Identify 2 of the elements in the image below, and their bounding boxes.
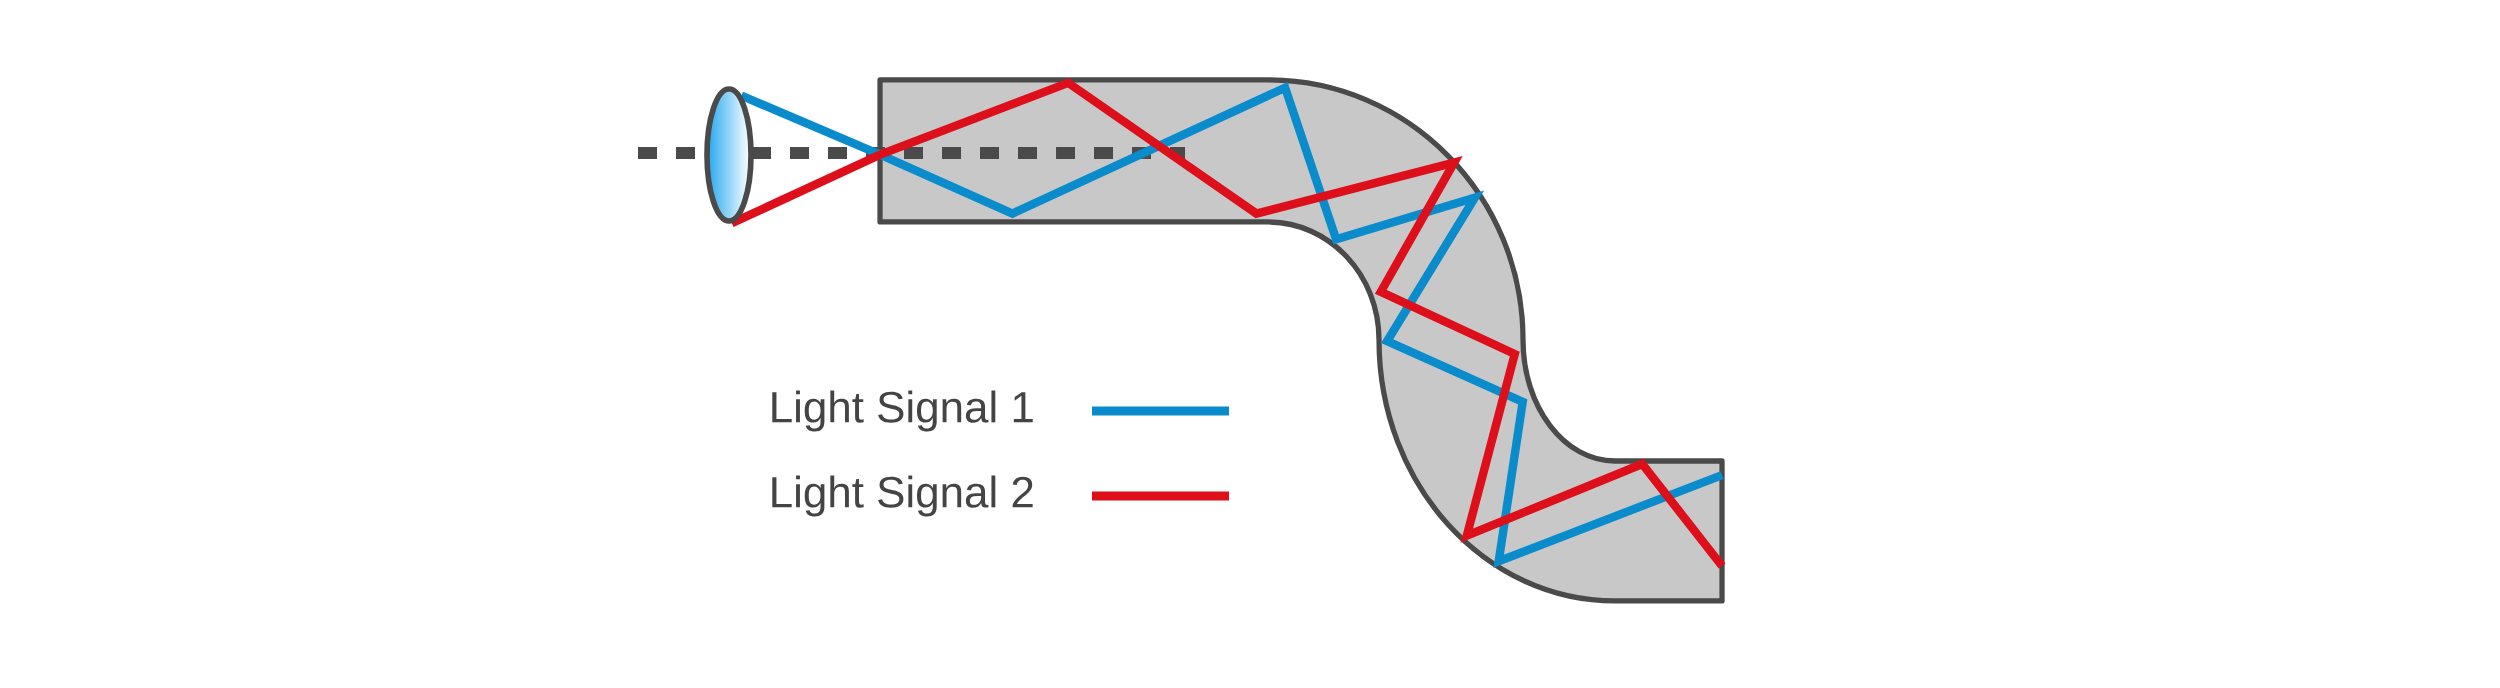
legend-label: Light Signal 2 (772, 475, 1033, 517)
legend-label: Light Signal 1 (772, 390, 1033, 432)
